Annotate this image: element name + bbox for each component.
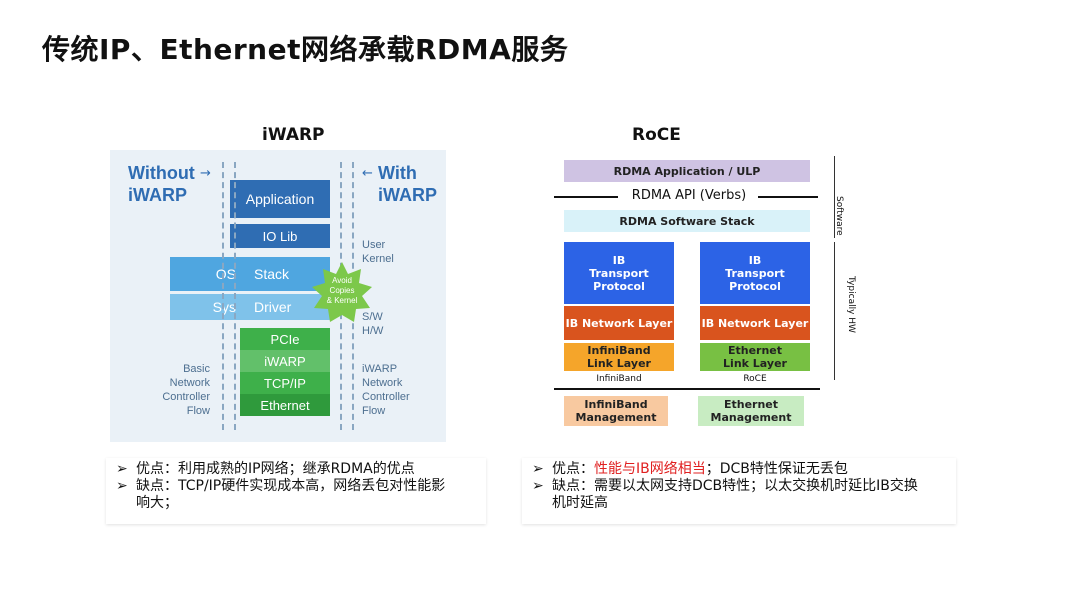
bullet-arrow-icon: ➢ bbox=[116, 461, 128, 477]
with-iwarp-label: iWARP bbox=[378, 185, 438, 205]
ethernet-block: Ethernet bbox=[240, 394, 330, 416]
user-label: User bbox=[362, 239, 386, 251]
eth-mgmt-block: Ethernet Management bbox=[698, 396, 804, 426]
tcpip-block: TCP/IP bbox=[240, 372, 330, 394]
bullet-arrow-icon: ➢ bbox=[116, 478, 128, 494]
ib-transport-line-3: Protocol bbox=[593, 279, 645, 293]
iwarp-block: iWARP bbox=[240, 350, 330, 372]
bullet-arrow-icon: ➢ bbox=[532, 461, 544, 477]
roce-pro-highlight: 性能与IB网络相当 bbox=[594, 461, 706, 477]
api-line-left bbox=[554, 196, 618, 198]
iwarp-pro-prefix: 优点： bbox=[136, 461, 178, 477]
basic-label: Basic bbox=[183, 363, 210, 375]
iwarp-con-prefix: 缺点： bbox=[136, 478, 178, 494]
ib-transport-line-2: Transport bbox=[725, 266, 785, 280]
ib-mgmt-line-2: Management bbox=[575, 411, 657, 424]
without-iwarp-label: iWARP bbox=[128, 185, 188, 205]
network-label: Network bbox=[169, 377, 210, 389]
left-flow-line-2 bbox=[234, 162, 236, 430]
controller-label-right: Controller bbox=[362, 391, 410, 403]
iwarp-bullets: ➢ 优点：利用成熟的IP网络；继承RDMA的优点 ➢ 缺点：TCP/IP硬件实现… bbox=[106, 458, 486, 524]
iwarp-heading: iWARP bbox=[262, 125, 325, 145]
iwarp-label: iWARP bbox=[362, 363, 398, 375]
eth-link-right: Ethernet Link Layer bbox=[700, 343, 810, 371]
flow-label-right: Flow bbox=[362, 405, 386, 417]
controller-label: Controller bbox=[162, 391, 210, 403]
infiniband-caption: InfiniBand bbox=[596, 374, 642, 384]
ib-transport-line-3: Protocol bbox=[729, 279, 781, 293]
left-flow-line bbox=[222, 162, 224, 430]
eth-link-line-2: Link Layer bbox=[723, 357, 787, 370]
api-line-right bbox=[758, 196, 818, 198]
eth-mgmt-line-2: Management bbox=[710, 411, 792, 424]
rdma-app-block: RDMA Application / ULP bbox=[564, 160, 810, 182]
ib-mgmt-block: InfiniBand Management bbox=[564, 396, 668, 426]
stack-divider-line bbox=[554, 388, 820, 390]
ib-network-right: IB Network Layer bbox=[700, 306, 810, 340]
roce-pro-rest: ；DCB特性保证无丢包 bbox=[705, 461, 848, 477]
without-label: Without bbox=[128, 163, 195, 183]
bullet-arrow-icon: ➢ bbox=[532, 478, 544, 494]
rdma-sw-stack-block: RDMA Software Stack bbox=[564, 210, 810, 232]
roce-con-line2: 机时延高 bbox=[552, 495, 608, 511]
typically-hw-label: Typically HW bbox=[846, 276, 856, 333]
arrow-right-icon: → bbox=[200, 166, 211, 181]
os-block: OS bbox=[170, 257, 250, 291]
iwarp-pro-text: 利用成熟的IP网络；继承RDMA的优点 bbox=[178, 461, 415, 477]
sw-label: S/W bbox=[362, 311, 383, 323]
eth-mgmt-line-1: Ethernet bbox=[723, 398, 779, 411]
ib-transport-line-1: IB bbox=[612, 253, 626, 267]
ib-network-left: IB Network Layer bbox=[564, 306, 674, 340]
badge-line-3: & Kernel bbox=[326, 296, 358, 305]
roce-con-prefix: 缺点： bbox=[552, 478, 594, 494]
with-label: With bbox=[378, 163, 417, 183]
hw-bracket-line bbox=[834, 242, 835, 380]
driver-block: Driver bbox=[250, 294, 330, 320]
application-block: Application bbox=[230, 180, 330, 218]
kernel-label: Kernel bbox=[362, 253, 394, 265]
stack-block: Stack bbox=[250, 257, 330, 291]
eth-link-line-1: Ethernet bbox=[727, 344, 783, 357]
software-label: Software bbox=[834, 196, 844, 236]
network-label-right: Network bbox=[362, 377, 403, 389]
ib-link-line-2: Link Layer bbox=[587, 357, 651, 370]
io-lib-block: IO Lib bbox=[230, 224, 330, 248]
ib-transport-left: IB Transport Protocol bbox=[564, 242, 674, 304]
ib-link-left: InfiniBand Link Layer bbox=[564, 343, 674, 371]
flow-label: Flow bbox=[186, 405, 210, 417]
pcie-block: PCIe bbox=[240, 328, 330, 350]
ib-mgmt-line-1: InfiniBand bbox=[584, 398, 648, 411]
ib-transport-line-1: IB bbox=[748, 253, 762, 267]
ib-link-line-1: InfiniBand bbox=[587, 344, 651, 357]
roce-diagram: RDMA Application / ULP RDMA API (Verbs) … bbox=[550, 150, 870, 440]
hw-label: H/W bbox=[362, 325, 384, 337]
avoid-copies-badge-icon bbox=[312, 262, 372, 322]
badge-line-1: Avoid bbox=[332, 276, 352, 285]
badge-line-2: Copies bbox=[329, 286, 355, 295]
roce-con-line1: 需要以太网支持DCB特性；以太交换机时延比IB交换 bbox=[594, 478, 918, 494]
iwarp-con-line1: TCP/IP硬件实现成本高，网络丢包对性能影 bbox=[178, 478, 446, 494]
slide-title: 传统IP、Ethernet网络承载RDMA服务 bbox=[42, 33, 569, 66]
ib-transport-right: IB Transport Protocol bbox=[700, 242, 810, 304]
ib-transport-line-2: Transport bbox=[589, 266, 649, 280]
roce-bullets: ➢ 优点：性能与IB网络相当；DCB特性保证无丢包 ➢ 缺点：需要以太网支持DC… bbox=[522, 458, 956, 524]
sys-block: Sys bbox=[170, 294, 250, 320]
roce-pro-prefix: 优点： bbox=[552, 461, 594, 477]
iwarp-diagram: Without iWARP With iWARP → ← Application… bbox=[110, 150, 446, 442]
roce-heading: RoCE bbox=[632, 125, 681, 145]
iwarp-con-line2: 响大； bbox=[136, 495, 178, 511]
arrow-left-icon: ← bbox=[362, 166, 373, 181]
roce-caption: RoCE bbox=[743, 374, 767, 384]
rdma-api-label: RDMA API (Verbs) bbox=[631, 188, 747, 203]
software-bracket-line bbox=[834, 156, 835, 238]
